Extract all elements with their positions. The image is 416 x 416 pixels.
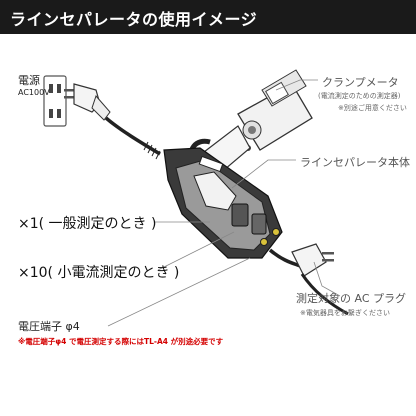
target-plug-label: 測定対象の AC プラグ [296,292,407,305]
power-source-label: 電源 [18,74,40,87]
warning-note: ※電圧端子φ4 で電圧測定する際にはTL-A4 が別途必要です [18,337,224,346]
header-bar: ラインセパレータの使用イメージ [0,0,416,34]
clamp-meter-note: (電流測定のための測定器) [318,92,401,100]
x1-mode-label: ×1( 一般測定のとき ) [18,216,157,232]
clamp-meter-label: クランプメータ [322,76,399,89]
x10-mode-label: ×10( 小電流測定のとき ) [18,265,180,281]
clamp-meter-sold-note: ※別途ご用意ください [338,104,407,112]
power-voltage-label: AC100V [18,88,50,97]
target-plug [291,243,349,316]
target-plug-note: ※電気器具をお繋ぎください [300,309,391,317]
power-plug [64,83,111,121]
voltage-terminal-label: 電圧端子 φ4 [18,320,80,333]
separator-body-label: ラインセパレータ本体 [300,156,410,169]
separator-body [163,147,283,259]
wall-outlet [43,75,67,127]
page-title: ラインセパレータの使用イメージ [10,10,258,29]
